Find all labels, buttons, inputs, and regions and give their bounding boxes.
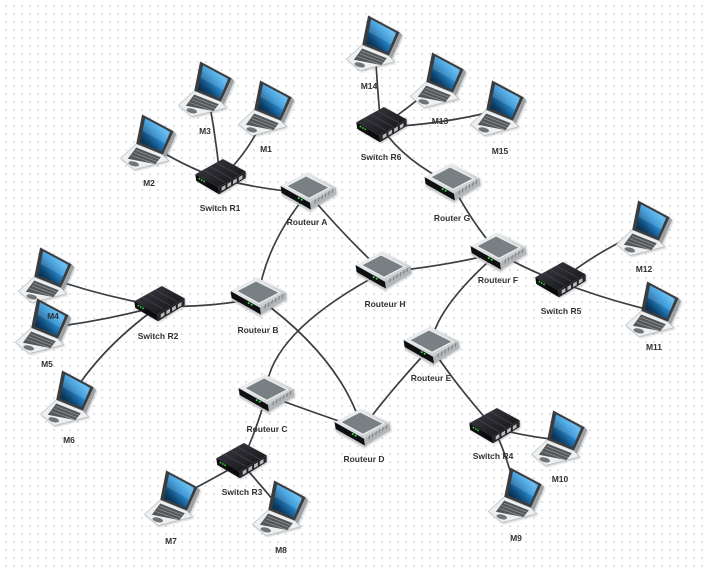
label-sr3: Switch R3: [222, 487, 263, 497]
device-m7[interactable]: [143, 470, 201, 527]
label-m11: M11: [646, 342, 662, 352]
label-m2: M2: [143, 178, 155, 188]
device-rf[interactable]: [470, 231, 527, 273]
device-m2[interactable]: [119, 114, 177, 171]
label-m12: M12: [636, 264, 653, 274]
device-m14[interactable]: [345, 15, 403, 72]
device-m1[interactable]: [237, 80, 295, 137]
label-m1: M1: [260, 144, 272, 154]
label-m13: M13: [432, 116, 449, 126]
device-sr4[interactable]: [468, 407, 521, 444]
label-sr2: Switch R2: [138, 331, 179, 341]
label-m8: M8: [275, 545, 287, 555]
label-m9: M9: [510, 533, 522, 543]
label-rd: Routeur D: [343, 454, 384, 464]
label-rb: Routeur B: [237, 325, 278, 335]
device-rd[interactable]: [334, 407, 391, 449]
device-m4[interactable]: [17, 247, 75, 304]
device-m9[interactable]: [487, 467, 545, 524]
label-rh: Routeur H: [364, 299, 405, 309]
label-re: Routeur E: [411, 373, 452, 383]
device-rh[interactable]: [355, 250, 412, 292]
label-ra: Routeur A: [287, 217, 328, 227]
device-ra[interactable]: [280, 171, 337, 213]
label-m3: M3: [199, 126, 211, 136]
device-rc[interactable]: [238, 373, 295, 415]
label-sr1: Switch R1: [200, 203, 241, 213]
label-m15: M15: [492, 146, 509, 156]
device-rb[interactable]: [230, 276, 287, 318]
device-m12[interactable]: [615, 200, 673, 257]
link-rh-rc[interactable]: [265, 271, 384, 396]
label-m6: M6: [63, 435, 75, 445]
label-rf: Routeur F: [478, 275, 518, 285]
label-sr4: Switch R4: [473, 451, 514, 461]
label-rc: Routeur C: [246, 424, 287, 434]
label-m4: M4: [47, 311, 59, 321]
device-rg[interactable]: [424, 162, 481, 204]
label-m10: M10: [552, 474, 569, 484]
label-m7: M7: [165, 536, 177, 546]
device-m6[interactable]: [39, 370, 97, 427]
label-m14: M14: [361, 81, 378, 91]
device-m11[interactable]: [624, 281, 682, 338]
label-sr5: Switch R5: [541, 306, 582, 316]
label-m5: M5: [41, 359, 53, 369]
device-sr6[interactable]: [355, 106, 408, 143]
device-m3[interactable]: [177, 61, 235, 118]
device-re[interactable]: [403, 325, 460, 367]
device-m13[interactable]: [409, 52, 467, 109]
label-rg: Router G: [434, 213, 471, 223]
device-sr2[interactable]: [133, 285, 186, 322]
device-m5[interactable]: [14, 298, 72, 355]
device-sr1[interactable]: [194, 158, 247, 195]
device-m15[interactable]: [469, 80, 527, 137]
label-sr6: Switch R6: [361, 152, 402, 162]
